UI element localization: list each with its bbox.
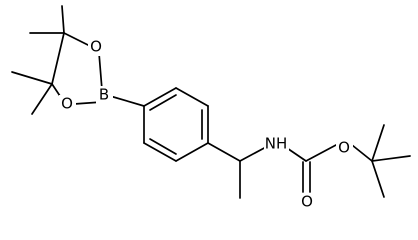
atom-label-b: B — [99, 86, 109, 104]
bond-c1-c2 — [51, 32, 65, 85]
bond-ar5-ar6-inner — [149, 138, 177, 155]
bond-ar5-ar6 — [143, 142, 177, 162]
bond-ar4-ar5 — [175, 142, 209, 162]
bond-oester-cq — [351, 144, 373, 162]
atom-label-o2: O — [61, 95, 73, 113]
atom-labels: O O B NH O O — [59, 38, 353, 211]
atom-label-o-carbonyl: O — [301, 193, 313, 211]
bond-ar2-ar3 — [175, 87, 209, 107]
bond-c2-me-left — [11, 71, 53, 85]
atom-label-o1: O — [90, 38, 102, 56]
bond-c2-me-down — [31, 83, 53, 115]
bond-ar1-ar2-inner — [149, 94, 177, 111]
bond-o1-b — [98, 52, 103, 91]
atom-label-nh: NH — [265, 135, 288, 153]
bond-c1-me-up — [61, 5, 65, 34]
bond-co-oester — [305, 144, 337, 162]
bond-ar4-ch — [207, 142, 241, 162]
bond-cq-me-right — [371, 155, 411, 162]
bond-b-aryl — [109, 95, 145, 107]
bond-c1-o1 — [63, 32, 89, 46]
bonds — [11, 5, 411, 199]
atom-label-o-ester: O — [338, 139, 350, 157]
bond-cq-me-up — [371, 124, 385, 162]
bond-ch-nh — [239, 145, 269, 162]
structure-drawing: O O B NH O O — [11, 5, 411, 211]
bond-cq-me-down — [371, 160, 385, 198]
bond-ar1-ar2 — [143, 87, 177, 107]
